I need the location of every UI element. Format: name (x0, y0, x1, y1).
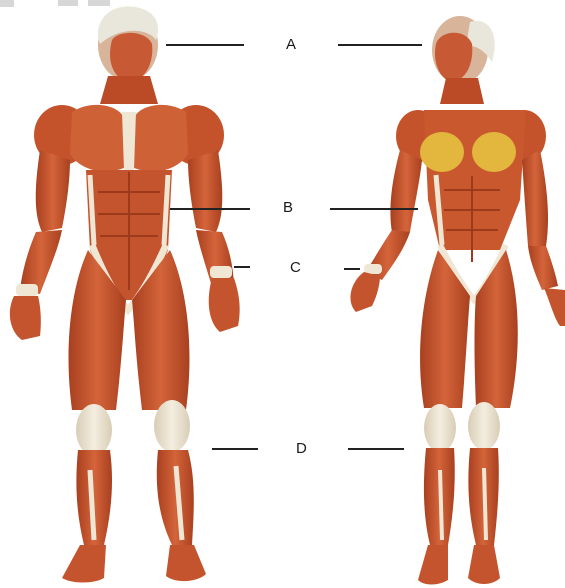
male-right-shin (157, 450, 194, 545)
male-right-foot (166, 545, 206, 581)
male-right-wrist (210, 266, 232, 278)
label-a: A (286, 36, 296, 53)
female-left-hand (350, 272, 380, 312)
female-right-forearm (528, 246, 558, 290)
male-left-wrist (16, 284, 38, 296)
male-sternum (122, 112, 136, 170)
male-right-pec (134, 105, 188, 172)
female-neck (440, 78, 484, 104)
female-left-foot (418, 545, 448, 585)
female-right-foot (468, 545, 500, 584)
female-left-knee (424, 404, 456, 452)
label-c: C (290, 259, 301, 276)
male-muscle-figure (10, 6, 240, 582)
leader-c-left (234, 266, 250, 268)
female-left-upper-arm (390, 150, 422, 232)
leader-c-right (344, 268, 360, 270)
female-left-wrist (364, 264, 382, 274)
leader-d-right (348, 448, 404, 450)
label-b: B (283, 199, 293, 216)
male-left-knee (76, 404, 112, 456)
male-right-upper-arm (188, 150, 222, 232)
female-right-thigh (475, 250, 518, 408)
female-left-breast (420, 132, 464, 172)
male-left-upper-arm (36, 150, 70, 232)
leader-a-right (338, 44, 422, 46)
label-d: D (296, 440, 307, 457)
female-right-hand (544, 288, 565, 326)
leader-b-left (170, 208, 250, 210)
male-right-hand (209, 278, 240, 332)
male-left-pec (70, 105, 124, 172)
leader-d-left (212, 448, 258, 450)
female-right-knee (468, 402, 500, 450)
male-right-knee (154, 400, 190, 452)
leader-b-right (330, 208, 418, 210)
female-left-thigh (420, 250, 470, 408)
male-left-hand (10, 296, 41, 340)
leader-a-left (166, 44, 244, 46)
female-muscle-figure (350, 16, 565, 585)
female-right-breast (472, 132, 516, 172)
male-neck (100, 76, 158, 104)
male-left-foot (62, 545, 106, 583)
female-right-upper-arm (522, 150, 548, 246)
